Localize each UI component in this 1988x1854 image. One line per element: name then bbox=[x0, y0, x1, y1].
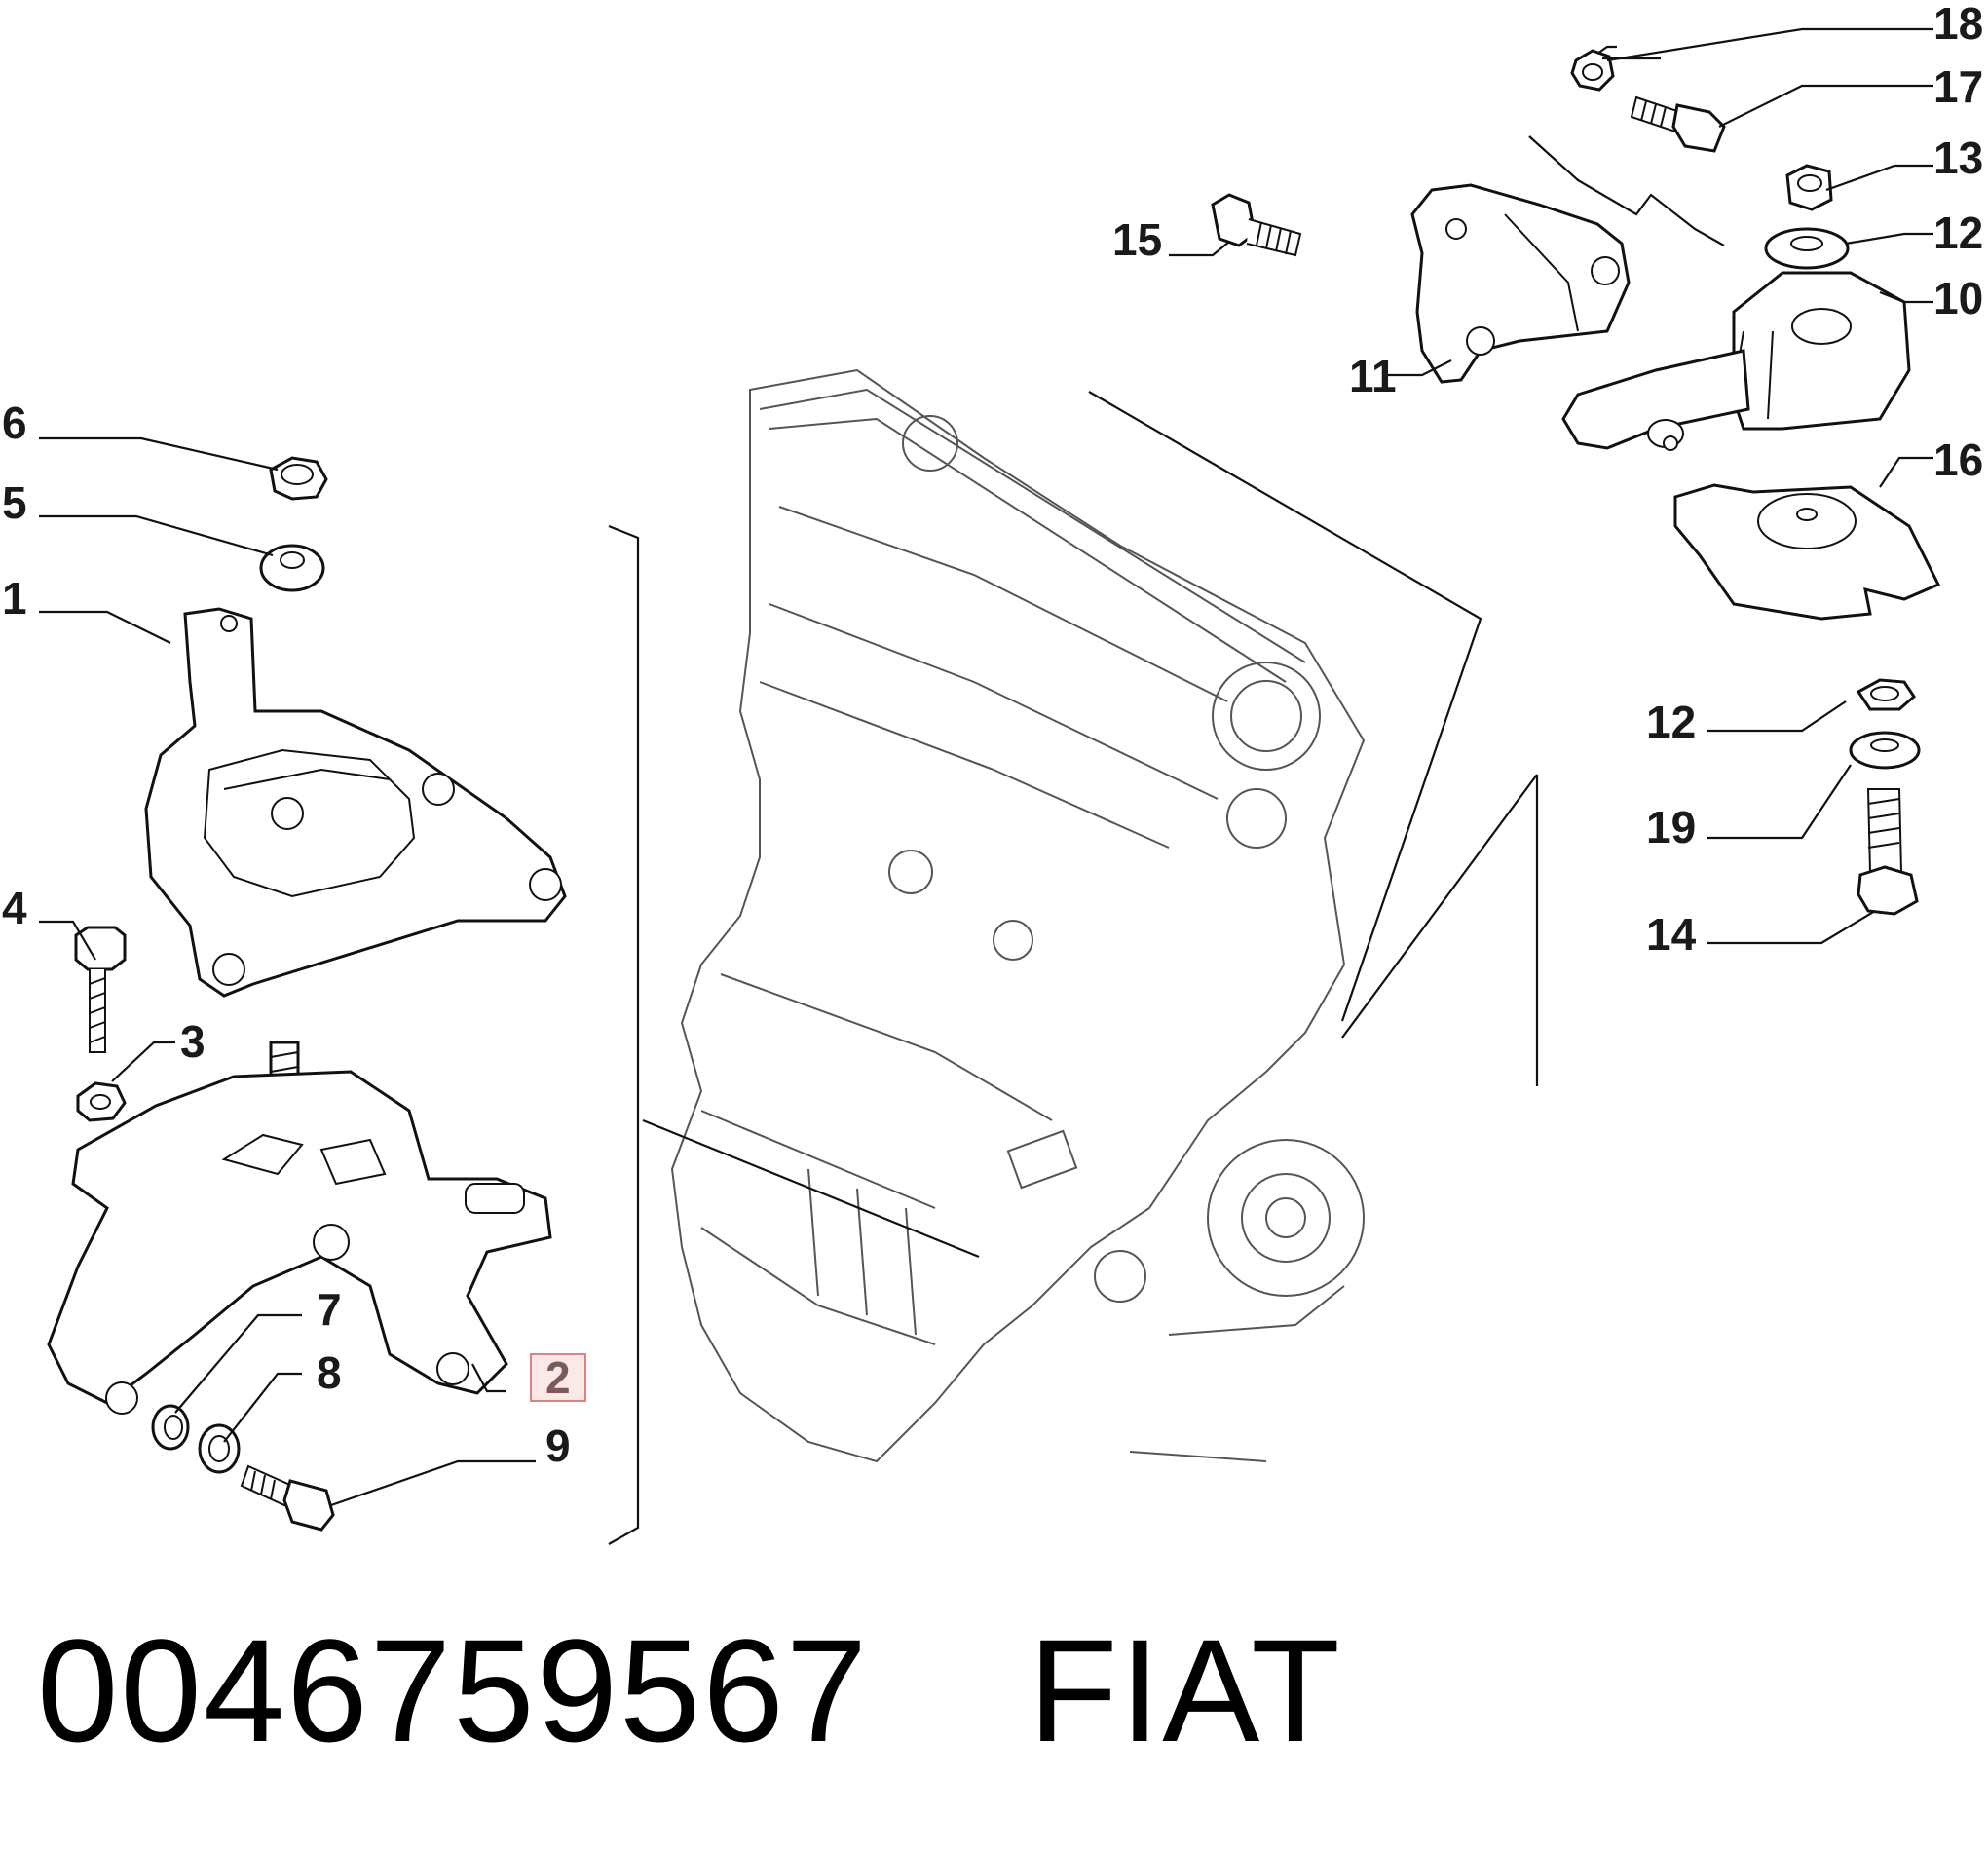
callout-15[interactable]: 15 bbox=[1112, 214, 1162, 265]
callout-labels: 6 5 1 4 3 2 7 8 9 18 17 13 15 12 10 11 1… bbox=[2, 0, 1983, 1471]
callout-14[interactable]: 14 bbox=[1646, 909, 1697, 960]
callout-7[interactable]: 7 bbox=[317, 1284, 342, 1335]
left-mount-parts bbox=[47, 456, 567, 1532]
callout-12-upper[interactable]: 12 bbox=[1933, 208, 1983, 258]
brand-name: FIAT bbox=[1028, 1608, 1342, 1772]
right-mount-parts bbox=[1211, 49, 1941, 916]
callout-6[interactable]: 6 bbox=[2, 397, 27, 448]
callout-8[interactable]: 8 bbox=[317, 1347, 342, 1398]
callout-16[interactable]: 16 bbox=[1933, 435, 1983, 485]
part-number-footer: 0046759567 FIAT bbox=[37, 1617, 1342, 1763]
callout-2[interactable]: 2 bbox=[545, 1352, 571, 1403]
callout-11[interactable]: 11 bbox=[1349, 351, 1397, 401]
leader-lines bbox=[39, 27, 1933, 1507]
highlight-box-2 bbox=[530, 1353, 586, 1402]
callout-13[interactable]: 13 bbox=[1933, 132, 1983, 183]
callout-17[interactable]: 17 bbox=[1933, 61, 1983, 112]
callout-3[interactable]: 3 bbox=[180, 1016, 206, 1067]
callout-18[interactable]: 18 bbox=[1933, 0, 1983, 49]
callout-4[interactable]: 4 bbox=[2, 883, 27, 933]
part-number: 0046759567 bbox=[37, 1608, 870, 1772]
callout-5[interactable]: 5 bbox=[2, 477, 27, 528]
callout-1[interactable]: 1 bbox=[2, 573, 27, 624]
callout-9[interactable]: 9 bbox=[545, 1420, 571, 1471]
callout-10[interactable]: 10 bbox=[1933, 273, 1983, 323]
callout-12-lower[interactable]: 12 bbox=[1646, 697, 1696, 747]
callout-19[interactable]: 19 bbox=[1646, 802, 1696, 852]
engine-block-illustration bbox=[608, 368, 1539, 1545]
